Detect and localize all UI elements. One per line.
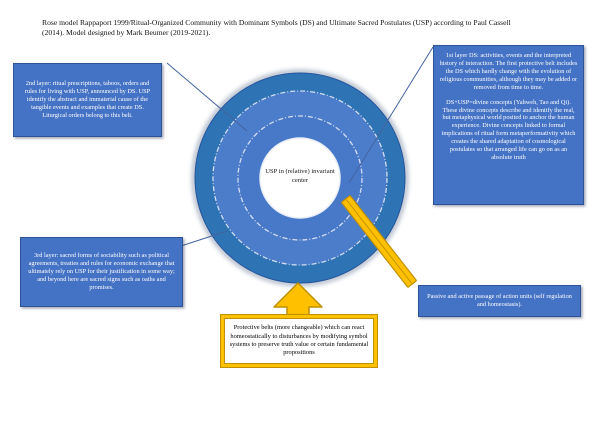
passage-bar bbox=[341, 195, 417, 288]
protective-belts-box: Protective belts (more changeable) which… bbox=[221, 315, 377, 367]
up-arrow bbox=[273, 282, 323, 318]
diagram-title: Rose model Rappaport 1999/Ritual-Organiz… bbox=[42, 18, 511, 37]
layer3-box: 3rd layer: sacred forms of sociability s… bbox=[20, 237, 183, 307]
connector-line-layer3 bbox=[177, 230, 228, 248]
connector-line-layer1 bbox=[348, 46, 434, 184]
usp-center-label: USP in (relative) invariant center bbox=[265, 168, 335, 184]
layer1-box: 1st layer DS: activities, events and the… bbox=[433, 45, 584, 205]
layer2-box: 2nd layer: ritual prescriptions, taboos,… bbox=[13, 63, 162, 137]
belt-divider-inner bbox=[237, 115, 363, 241]
belt-divider-outer bbox=[212, 90, 388, 266]
layer2-box-label: 2nd layer: ritual prescriptions, taboos,… bbox=[24, 80, 151, 119]
passage-bar-centerline bbox=[346, 199, 412, 284]
layer3-box-label: 3rd layer: sacred forms of sociability s… bbox=[28, 252, 175, 291]
usp-center-circle bbox=[259, 137, 341, 219]
connector-line-layer2 bbox=[166, 62, 248, 132]
protective-belts-box-label: Protective belts (more changeable) which… bbox=[229, 324, 369, 357]
layer1-box-paragraph-1: 1st layer DS: activities, events and the… bbox=[439, 52, 578, 91]
layer1-box-paragraph-2: DS+USP=divine concepts (Yahweh, Tao and … bbox=[441, 98, 576, 162]
passage-box-label: Passive and active passage of action uni… bbox=[427, 293, 572, 308]
passage-box: Passive and active passage of action uni… bbox=[418, 285, 581, 317]
